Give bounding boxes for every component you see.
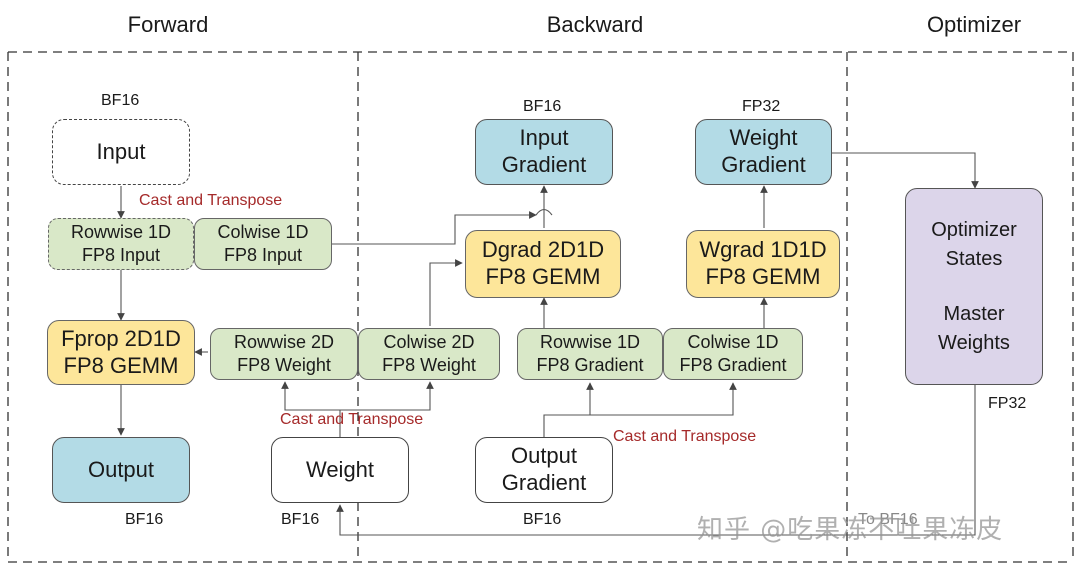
node-wgrad-gemm: Wgrad 1D1D FP8 GEMM — [686, 230, 840, 298]
node-rowwise-fp8-weight: Rowwise 2D FP8 Weight — [210, 328, 358, 380]
edge-colwise-input-to-wgrad — [332, 211, 537, 245]
node-input-label: Input — [96, 138, 146, 164]
dtype-output: BF16 — [125, 511, 164, 528]
node-colwise-fp8-gradient-line2: FP8 Gradient — [679, 355, 787, 375]
node-colwise-fp8-input: Colwise 1D FP8 Input — [194, 218, 332, 270]
edge-optimizer-to-weight — [336, 385, 976, 536]
node-colwise-fp8-input-line2: FP8 Input — [223, 245, 303, 265]
section-title-optimizer: Optimizer — [926, 12, 1022, 37]
dtype-weight: BF16 — [281, 511, 320, 528]
node-weight-label: Weight — [305, 456, 375, 482]
node-fprop-gemm-line2: FP8 GEMM — [63, 352, 179, 378]
dtype-optimizer: FP32 — [988, 395, 1027, 412]
node-rowwise-fp8-input: Rowwise 1D FP8 Input — [48, 218, 194, 270]
annotation-cast-weight: Cast and Transpose — [280, 411, 424, 428]
node-output-label: Output — [87, 456, 155, 482]
node-weight: Weight — [271, 437, 409, 503]
node-rowwise-fp8-input-line2: FP8 Input — [81, 245, 161, 265]
dtype-weight-gradient: FP32 — [742, 98, 781, 115]
edge-weight-to-rowwise-weight — [281, 381, 341, 437]
node-colwise-fp8-weight-line1: Colwise 2D — [383, 331, 475, 352]
node-colwise-fp8-gradient-line1: Colwise 1D — [687, 331, 779, 352]
annotation-cast-input: Cast and Transpose — [139, 192, 283, 209]
node-rowwise-fp8-weight-line2: FP8 Weight — [237, 355, 331, 375]
node-rowwise-fp8-gradient-line2: FP8 Gradient — [536, 355, 644, 375]
node-master-weights-line1: Master — [943, 302, 1005, 325]
node-rowwise-fp8-gradient: Rowwise 1D FP8 Gradient — [517, 328, 663, 380]
node-rowwise-fp8-gradient-line1: Rowwise 1D — [539, 331, 641, 352]
dtype-input: BF16 — [101, 92, 140, 109]
node-wgrad-gemm-line2: FP8 GEMM — [705, 264, 821, 289]
node-weight-gradient: Weight Gradient — [695, 119, 832, 185]
node-colwise-fp8-gradient: Colwise 1D FP8 Gradient — [663, 328, 803, 380]
edge-weight-to-colwise-weight — [340, 381, 434, 411]
node-output-gradient-line1: Output — [510, 443, 578, 469]
node-input-gradient-line2: Gradient — [501, 152, 587, 177]
annotation-cast-gradient: Cast and Transpose — [613, 428, 757, 445]
node-optimizer-states-line2: States — [945, 247, 1003, 270]
node-wgrad-gemm-line1: Wgrad 1D1D — [699, 237, 827, 263]
edge-output-gradient-to-rowwise-gradient — [543, 382, 594, 437]
dtype-to-bf16: To BF16 — [858, 511, 918, 528]
dtype-input-gradient: BF16 — [523, 98, 562, 115]
edge-colwise-weight-to-dgrad — [429, 259, 463, 326]
node-output: Output — [52, 437, 190, 503]
node-input-gradient: Input Gradient — [475, 119, 613, 185]
node-master-weights-line2: Weights — [938, 331, 1010, 354]
node-input-gradient-line1: Input — [519, 125, 569, 151]
node-rowwise-fp8-weight-line1: Rowwise 2D — [233, 331, 335, 352]
node-colwise-fp8-input-line1: Colwise 1D — [217, 221, 309, 242]
node-weight-gradient-line1: Weight — [729, 125, 798, 151]
node-fprop-gemm: Fprop 2D1D FP8 GEMM — [47, 320, 195, 385]
watermark: 知乎 @吃果冻不吐果冻皮 — [697, 515, 1004, 545]
node-rowwise-fp8-input-line1: Rowwise 1D — [70, 221, 172, 242]
dtype-output-gradient: BF16 — [523, 511, 562, 528]
node-weight-gradient-line2: Gradient — [721, 152, 806, 177]
node-dgrad-gemm-line2: FP8 GEMM — [485, 264, 601, 289]
section-title-forward: Forward — [127, 12, 209, 37]
node-colwise-fp8-weight: Colwise 2D FP8 Weight — [358, 328, 500, 380]
edge-output-gradient-to-colwise-gradient — [590, 382, 737, 416]
edge-weight-gradient-to-optimizer — [832, 152, 979, 189]
node-dgrad-gemm-line1: Dgrad 2D1D — [481, 237, 605, 263]
node-output-gradient: Output Gradient — [475, 437, 613, 503]
node-colwise-fp8-weight-line2: FP8 Weight — [382, 355, 476, 375]
node-input: Input — [52, 119, 190, 185]
node-fprop-gemm-line1: Fprop 2D1D — [61, 325, 181, 351]
section-title-backward: Backward — [546, 12, 644, 37]
node-dgrad-gemm: Dgrad 2D1D FP8 GEMM — [465, 230, 621, 298]
node-optimizer-states-line1: Optimizer — [931, 218, 1017, 241]
node-output-gradient-line2: Gradient — [501, 470, 587, 495]
node-optimizer: Optimizer States Master Weights — [905, 188, 1043, 385]
